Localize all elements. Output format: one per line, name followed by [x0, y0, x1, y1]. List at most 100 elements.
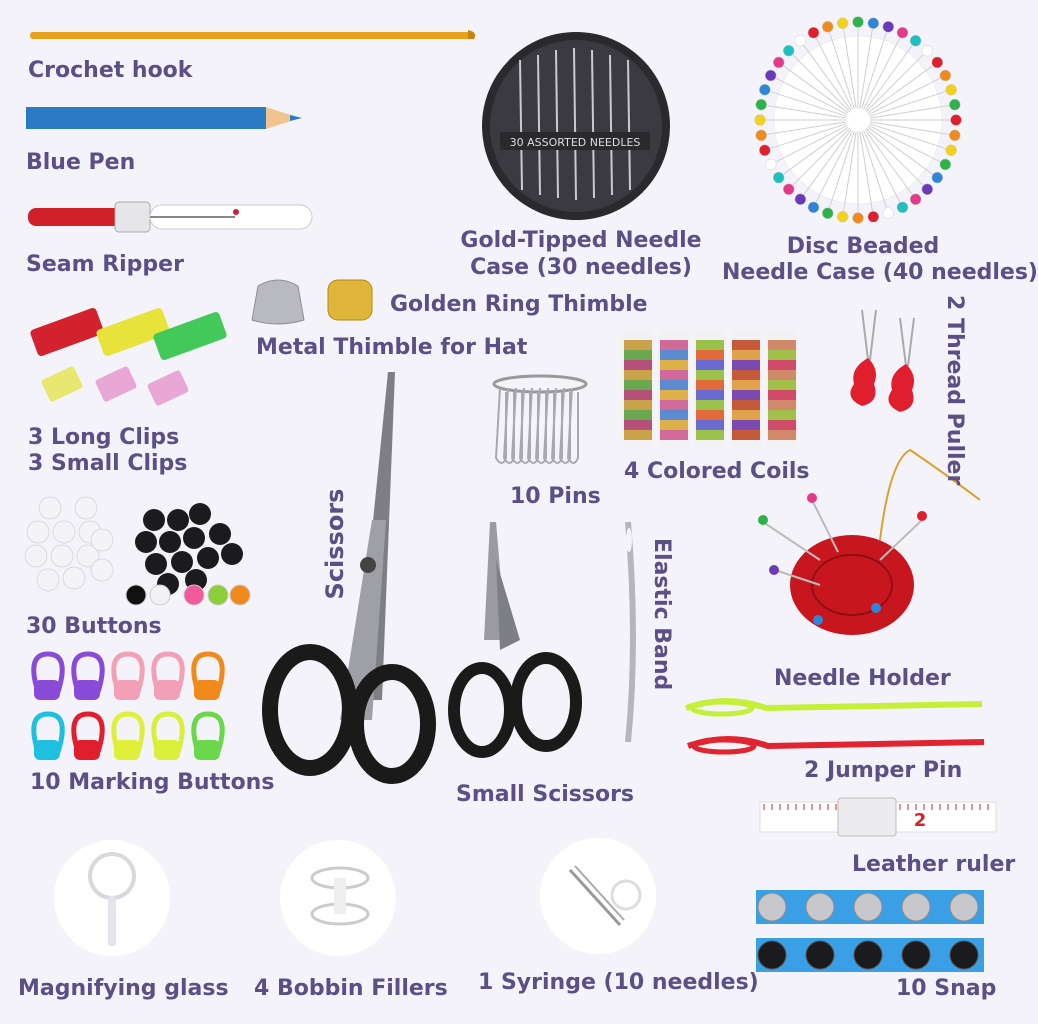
color-button	[229, 584, 251, 606]
crochet-hook-image	[30, 30, 476, 39]
coil-thread	[696, 360, 724, 370]
bead-pin	[882, 207, 895, 219]
bead-pin	[867, 17, 880, 29]
bead-pin	[772, 171, 785, 184]
bead-pin	[931, 56, 944, 69]
coil-thread	[696, 420, 724, 430]
coil-thread	[768, 400, 796, 410]
marker-body	[194, 740, 220, 760]
bead-pin	[794, 34, 807, 47]
bead-pin	[931, 171, 944, 184]
bead-pin	[807, 201, 820, 214]
white-button	[38, 496, 62, 520]
marker-body	[34, 680, 60, 700]
marker-loop	[71, 711, 105, 753]
marker-loop	[111, 711, 145, 753]
coil-thread	[660, 430, 688, 440]
jumper-pins-image	[685, 698, 985, 755]
coil-thread	[732, 420, 760, 430]
coil-thread	[696, 350, 724, 360]
safety-pin	[534, 387, 547, 464]
leather-ruler-label: Leather ruler	[852, 852, 1016, 877]
black-button	[189, 503, 211, 525]
color-button	[149, 584, 171, 606]
scissors-label: Scissors	[321, 488, 349, 600]
safety-pin	[494, 387, 507, 464]
metal-thimble-label: Metal Thimble for Hat	[256, 335, 528, 360]
crochet-hook-label: Crochet hook	[28, 58, 193, 83]
syringe-image	[540, 838, 656, 954]
marker-body	[154, 740, 180, 760]
seam-ripper-label: Seam Ripper	[26, 252, 184, 277]
marker-loop	[151, 711, 185, 753]
coil-thread	[624, 430, 652, 440]
golden-thimble-label: Golden Ring Thimble	[390, 292, 648, 317]
coil-thread	[732, 410, 760, 420]
snap-top	[805, 892, 835, 922]
bead-pin	[896, 201, 909, 214]
bead-pin	[821, 207, 834, 219]
coil-thread	[624, 360, 652, 370]
coil-thread	[732, 400, 760, 410]
seam-ripper-image	[28, 201, 313, 233]
coil-thread	[768, 340, 796, 350]
bead-pin	[755, 98, 767, 111]
coil-thread	[732, 380, 760, 390]
white-button	[50, 544, 74, 568]
snap-label: 10 Snap	[896, 976, 997, 1001]
white-button	[36, 568, 60, 592]
white-button	[26, 520, 50, 544]
marker-body	[114, 740, 140, 760]
white-button	[90, 528, 114, 552]
snap-bottom	[853, 940, 883, 970]
snap-top	[757, 892, 787, 922]
coil-thread	[660, 400, 688, 410]
coil-thread	[696, 340, 724, 350]
coil-thread	[660, 340, 688, 350]
thread-coils-image	[622, 330, 798, 448]
pins-label: 10 Pins	[510, 484, 601, 509]
bead-pin	[836, 17, 849, 29]
bead-pin	[759, 144, 771, 157]
coil-thread	[660, 410, 688, 420]
thread-puller-label: 2 Thread Puller	[942, 295, 967, 486]
marker-loop	[31, 711, 65, 753]
small-clips-label: 3 Small Clips	[28, 451, 188, 476]
color-button	[183, 584, 205, 606]
jumper-pin-label: 2 Jumper Pin	[804, 758, 963, 783]
white-button	[52, 520, 76, 544]
bead-pin	[836, 211, 849, 223]
metal-thimble-image	[251, 279, 305, 325]
bobbin-fillers-image	[280, 840, 396, 956]
coil-thread	[768, 350, 796, 360]
disc-case-label-line2: Needle Case (40 needles)	[722, 260, 1038, 285]
bead-pin	[772, 56, 785, 69]
coil-thread	[768, 360, 796, 370]
safety-pin	[510, 387, 523, 464]
marker-loop	[71, 651, 105, 693]
black-button	[171, 551, 193, 573]
bead-pin	[950, 114, 962, 126]
bead-pin	[852, 16, 864, 28]
gold-needle-case-label-line1: Gold-Tipped Needle	[460, 228, 702, 253]
marker-body	[154, 680, 180, 700]
bead-pin	[921, 44, 934, 57]
magnifying-glass-image	[54, 840, 170, 956]
blue-pen-image	[26, 107, 302, 129]
scissors-image	[262, 372, 436, 784]
marker-body	[74, 680, 100, 700]
bead-pin	[909, 34, 922, 47]
marking-buttons-image	[31, 651, 225, 760]
coil-thread	[732, 350, 760, 360]
bead-pin	[949, 129, 961, 142]
black-button	[221, 543, 243, 565]
bead-pin	[921, 183, 934, 196]
marker-loop	[151, 651, 185, 693]
marker-loop	[191, 711, 225, 753]
pin-cushion-image	[758, 448, 981, 635]
bead-pin	[794, 193, 807, 206]
marker-loop	[191, 651, 225, 693]
long-clips-label: 3 Long Clips	[28, 425, 180, 450]
bead-pin	[755, 129, 767, 142]
small-scissors-image	[448, 522, 582, 758]
